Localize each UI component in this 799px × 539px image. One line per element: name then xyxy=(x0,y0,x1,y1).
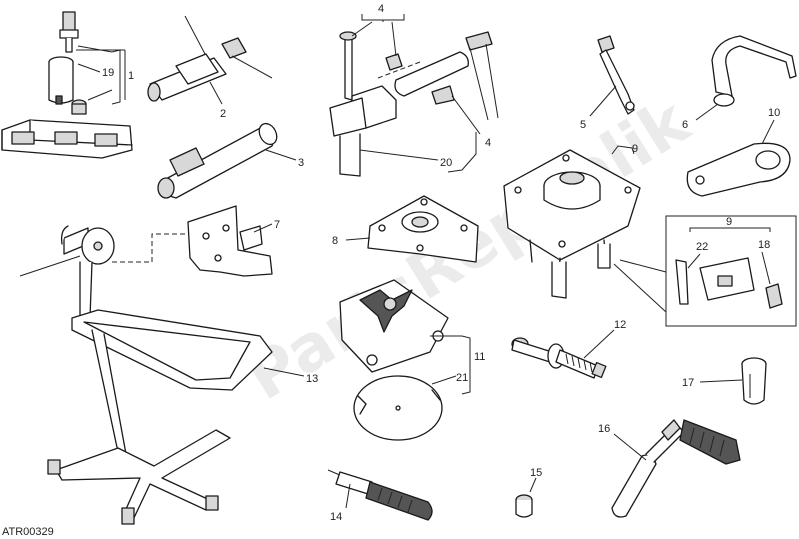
drawing-code: ATR00329 xyxy=(2,526,54,538)
callout-19: 19 xyxy=(102,67,114,79)
callout-21: 21 xyxy=(456,372,468,384)
part-16-ratchet xyxy=(611,419,741,518)
callout-5: 5 xyxy=(580,119,586,131)
callout-4a: 4 xyxy=(378,3,384,15)
part-11-plate xyxy=(339,279,449,373)
callout-14: 14 xyxy=(330,511,342,523)
callout-1: 1 xyxy=(128,70,134,82)
callout-13: 13 xyxy=(306,373,318,385)
part-12-bolt xyxy=(511,337,607,379)
callout-16: 16 xyxy=(598,423,610,435)
part-7-bracket xyxy=(187,205,273,277)
callout-3: 3 xyxy=(298,157,304,169)
leader-1-19 xyxy=(76,45,126,105)
part-4-tool-set xyxy=(329,14,493,177)
callout-15: 15 xyxy=(530,467,542,479)
part-1-press-tool xyxy=(1,11,133,159)
callout-11: 11 xyxy=(474,351,485,363)
part-9-fixture xyxy=(503,149,641,299)
callout-8: 8 xyxy=(332,235,338,247)
callout-12: 12 xyxy=(614,319,626,331)
callout-20: 20 xyxy=(440,157,452,169)
callout-4b: 4 xyxy=(485,137,491,149)
callout-9b: 9 xyxy=(726,216,732,228)
part-17-sleeve xyxy=(741,357,767,405)
callout-2: 2 xyxy=(220,108,226,120)
callout-9a: 9 xyxy=(632,143,638,155)
part-3-tube xyxy=(157,122,278,199)
callout-17: 17 xyxy=(682,377,694,389)
part-2-puller xyxy=(147,15,273,102)
detail-box-9 xyxy=(613,215,797,327)
callout-7: 7 xyxy=(274,219,280,231)
callout-18: 18 xyxy=(758,239,770,251)
callout-10: 10 xyxy=(768,107,780,119)
callout-6: 6 xyxy=(682,119,688,131)
part-6-bent-bar xyxy=(711,35,797,107)
part-14-driver xyxy=(327,469,433,521)
callout-22: 22 xyxy=(696,241,708,253)
part-8-plate xyxy=(367,195,479,263)
part-15-nut xyxy=(515,494,533,518)
part-10-wrench xyxy=(686,142,791,197)
part-13-stand xyxy=(19,225,273,525)
part-21-disc xyxy=(353,375,443,441)
part-5-hook xyxy=(597,35,635,115)
